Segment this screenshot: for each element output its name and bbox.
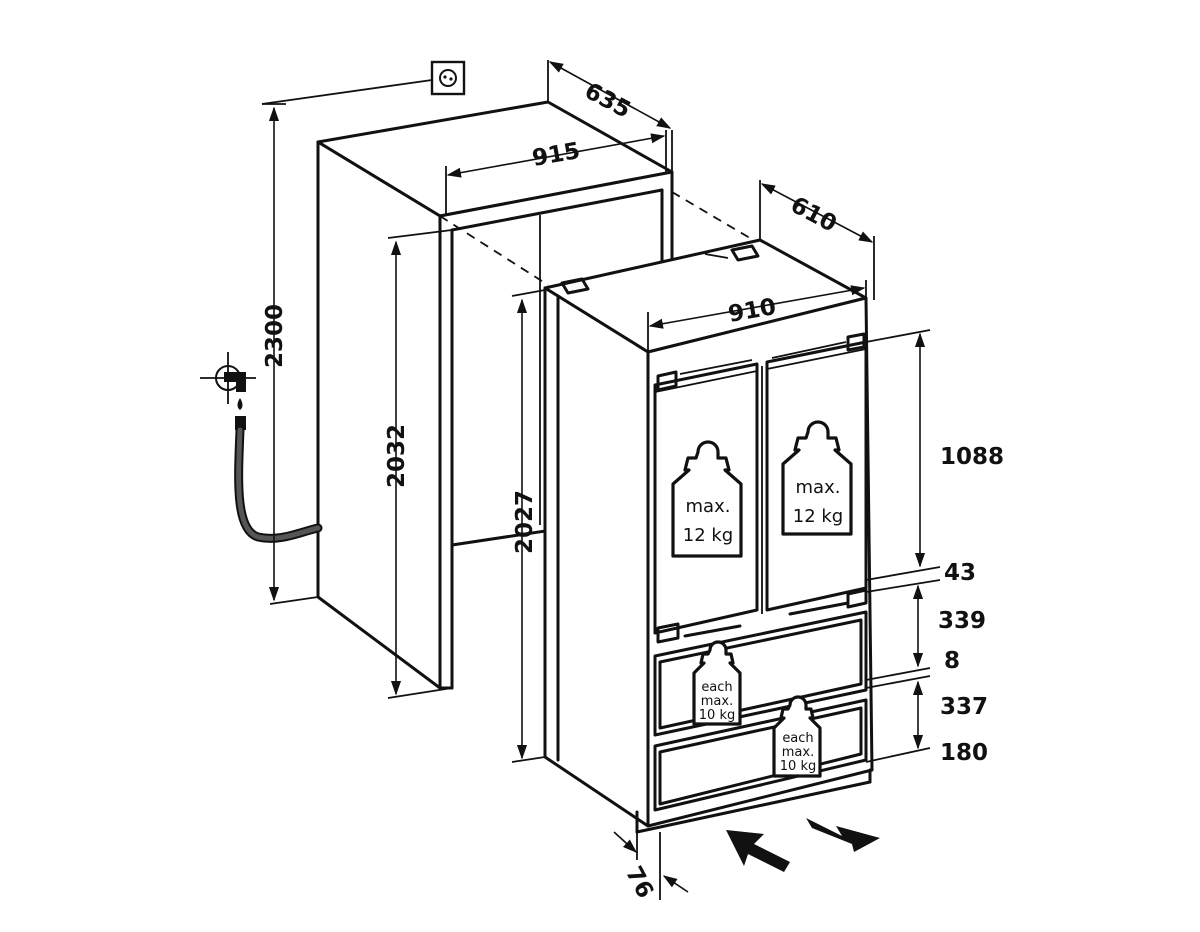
- drawer-upper-each: each: [701, 680, 732, 695]
- dim-gap-lower: 8: [944, 648, 960, 674]
- dim-front-offset: 76: [620, 862, 658, 902]
- dim-gap-upper: 43: [944, 560, 976, 586]
- door-left-kg: 12 kg: [683, 525, 733, 546]
- drawer-upper-weight: each max. 10 kg: [692, 640, 742, 726]
- water-tap-icon: [200, 352, 323, 543]
- dim-appliance-height: 2027: [512, 490, 538, 554]
- dim-niche-height: 2032: [384, 424, 410, 488]
- drawer-lower-weight: each max. 10 kg: [772, 695, 822, 778]
- power-socket-icon: [261, 60, 466, 105]
- door-right-kg: 12 kg: [793, 506, 843, 527]
- dim-upper-section: 1088: [940, 444, 1004, 470]
- dim-drawer-upper: 339: [938, 608, 986, 634]
- drawer-upper-max: max.: [701, 694, 733, 709]
- dim-drawer-lower: 337: [940, 694, 988, 720]
- door-right-weight: max. 12 kg: [781, 420, 853, 536]
- drawer-lower-max: max.: [782, 745, 814, 760]
- dim-plinth: 180: [940, 740, 988, 766]
- dim-niche-depth: 635: [580, 78, 635, 123]
- dim-niche-total-height: 2300: [262, 304, 288, 368]
- airflow-arrow-icon: [726, 818, 880, 872]
- dimension-lines: [262, 60, 941, 900]
- door-right-max: max.: [796, 477, 841, 498]
- door-left-max: max.: [686, 496, 731, 517]
- drawer-lower-each: each: [782, 731, 813, 746]
- dim-appliance-depth: 610: [786, 192, 841, 237]
- drawer-upper-kg: 10 kg: [699, 708, 735, 723]
- door-left-weight: max. 12 kg: [671, 440, 743, 558]
- drawer-lower-kg: 10 kg: [780, 759, 816, 774]
